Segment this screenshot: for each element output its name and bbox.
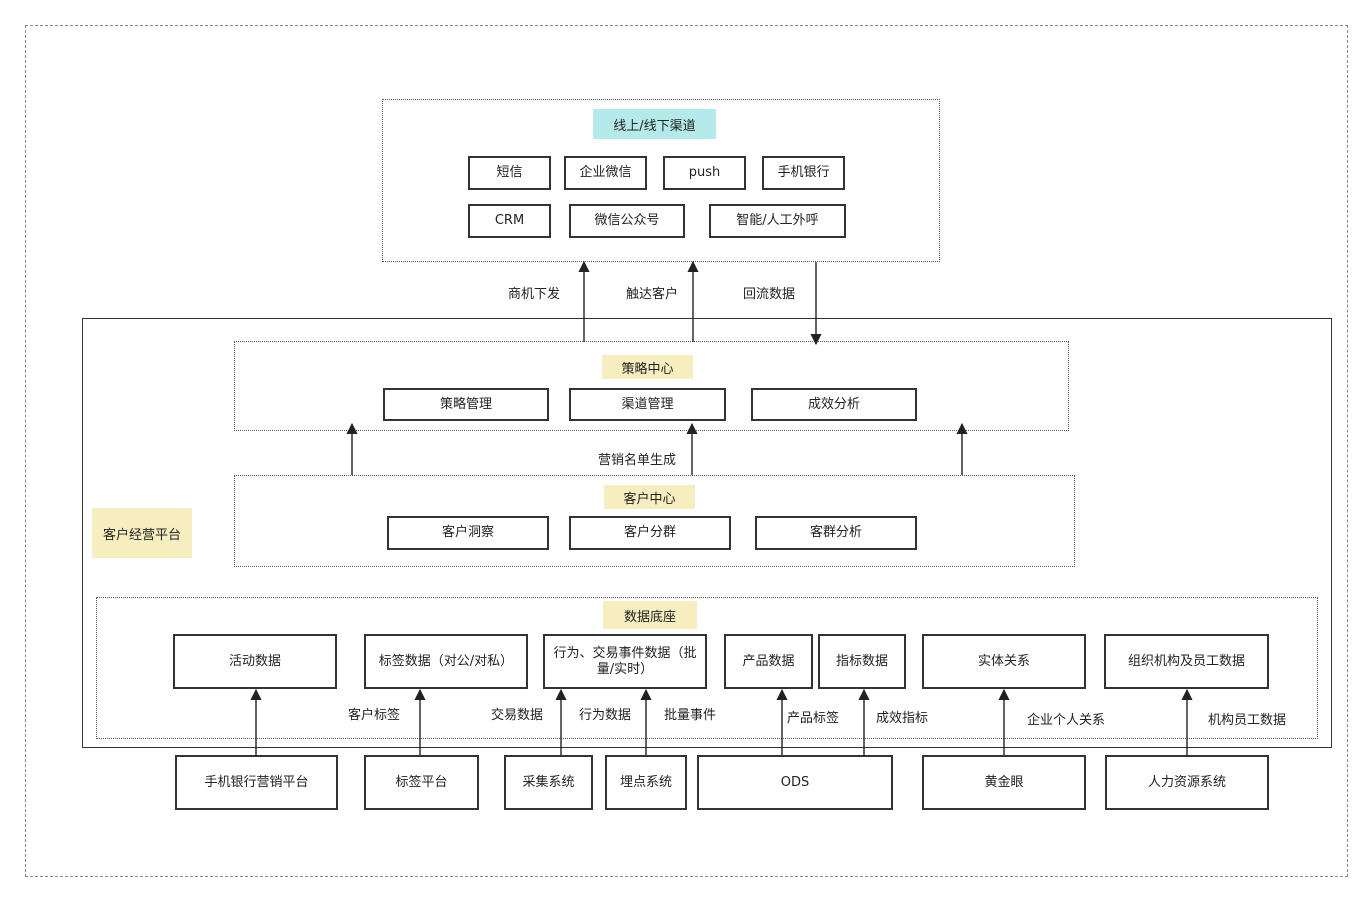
data-entity-relation[interactable]: 实体关系 [922, 634, 1086, 689]
channel-wecom[interactable]: 企业微信 [564, 156, 647, 190]
customer-insight[interactable]: 客户洞察 [387, 516, 549, 550]
data-base-title: 数据底座 [603, 601, 697, 629]
flow-label-opportunity: 商机下发 [508, 287, 561, 302]
data-org-staff[interactable]: 组织机构及员工数据 [1104, 634, 1269, 689]
channel-sms[interactable]: 短信 [468, 156, 551, 190]
strategy-management[interactable]: 策略管理 [383, 388, 549, 421]
source-mobile-marketing[interactable]: 手机银行营销平台 [175, 755, 338, 810]
source-hr-system[interactable]: 人力资源系统 [1105, 755, 1269, 810]
edge-label-transaction-data: 交易数据 [491, 708, 544, 723]
data-activity[interactable]: 活动数据 [173, 634, 337, 689]
source-tracking-system[interactable]: 埋点系统 [605, 755, 687, 810]
flow-label-marketing-list: 营销名单生成 [598, 453, 677, 468]
edge-label-enterprise-personal: 企业个人关系 [1027, 713, 1106, 728]
edge-label-product-tags: 产品标签 [787, 711, 840, 726]
channel-wechat-official[interactable]: 微信公众号 [569, 204, 685, 238]
channel-push[interactable]: push [663, 156, 746, 190]
edge-label-effect-indicators: 成效指标 [876, 711, 929, 726]
effect-analysis[interactable]: 成效分析 [751, 388, 917, 421]
data-product[interactable]: 产品数据 [724, 634, 813, 689]
channel-outbound-call[interactable]: 智能/人工外呼 [709, 204, 846, 238]
channel-management[interactable]: 渠道管理 [569, 388, 726, 421]
customer-segmentation[interactable]: 客户分群 [569, 516, 731, 550]
source-collection-system[interactable]: 采集系统 [504, 755, 593, 810]
strategy-center-title: 策略中心 [602, 355, 693, 379]
edge-label-behavior-data: 行为数据 [579, 708, 632, 723]
platform-title: 客户经营平台 [92, 508, 192, 558]
data-base-container [96, 597, 1318, 739]
channels-title: 线上/线下渠道 [593, 109, 716, 139]
flow-label-reach: 触达客户 [626, 287, 679, 302]
flow-label-backflow: 回流数据 [743, 287, 796, 302]
outer-frame [25, 25, 1348, 877]
channel-crm[interactable]: CRM [468, 204, 551, 238]
edge-label-batch-events: 批量事件 [664, 708, 717, 723]
edge-label-org-staff-data: 机构员工数据 [1208, 713, 1287, 728]
customer-center-title: 客户中心 [604, 485, 695, 509]
data-tags[interactable]: 标签数据（对公/对私） [364, 634, 528, 689]
edge-label-customer-tags: 客户标签 [348, 708, 401, 723]
source-ods[interactable]: ODS [697, 755, 893, 810]
strategy-center-container [234, 341, 1069, 431]
channel-mobile-bank[interactable]: 手机银行 [762, 156, 845, 190]
customer-center-container [234, 475, 1075, 567]
source-golden-eye[interactable]: 黄金眼 [922, 755, 1086, 810]
data-indicators[interactable]: 指标数据 [818, 634, 906, 689]
segment-analysis[interactable]: 客群分析 [755, 516, 917, 550]
platform-container [82, 318, 1332, 748]
source-tag-platform[interactable]: 标签平台 [364, 755, 479, 810]
channels-container [382, 99, 940, 262]
data-behavior-events[interactable]: 行为、交易事件数据（批量/实时） [543, 634, 707, 689]
